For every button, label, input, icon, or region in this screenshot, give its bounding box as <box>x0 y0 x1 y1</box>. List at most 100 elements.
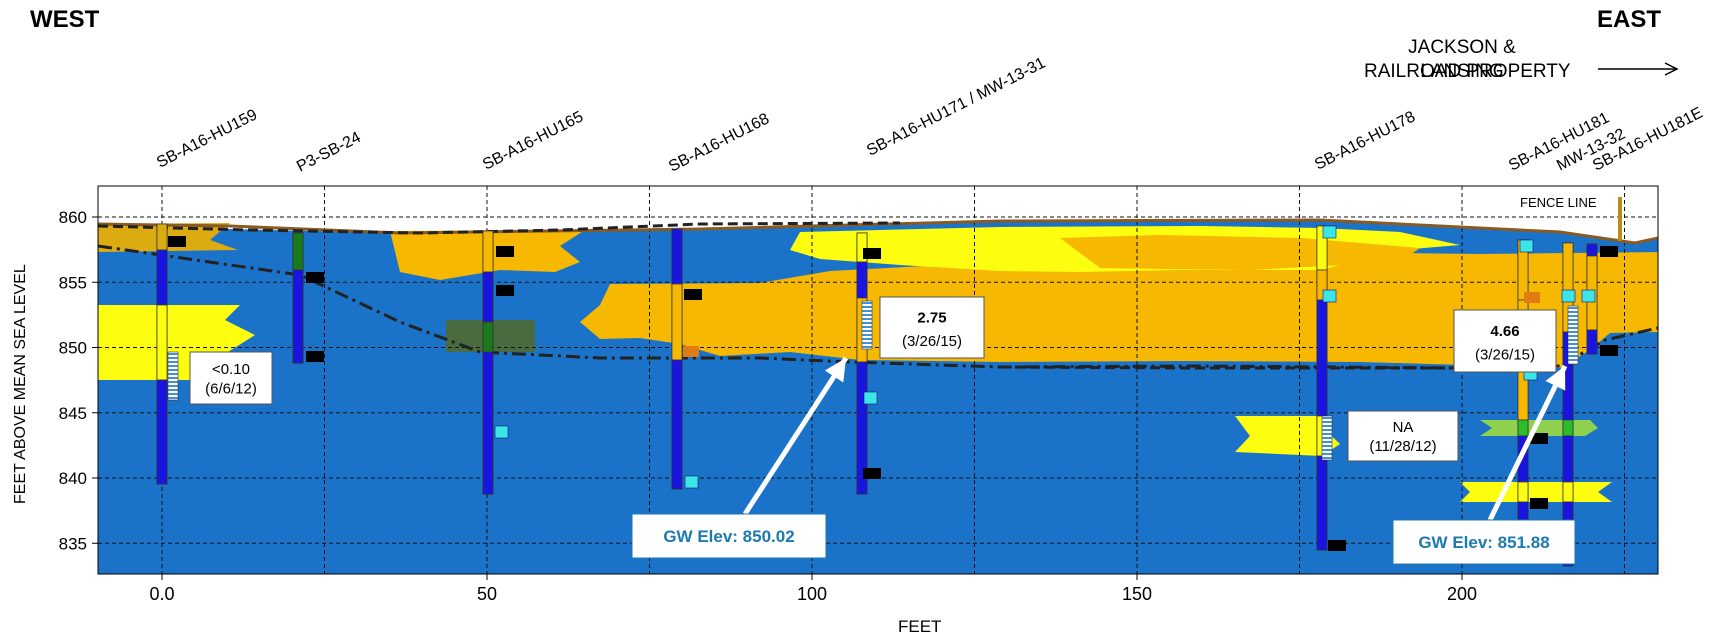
sand-bottom-line <box>999 365 1460 370</box>
x-tick-label: 100 <box>797 584 827 604</box>
sample-marker-cyan <box>1519 239 1534 253</box>
plot-border <box>97 185 1659 575</box>
silt-lens-east-lower <box>1460 482 1612 502</box>
gw-arrow-right-head <box>1545 366 1566 391</box>
ground-surface-line <box>98 218 1658 245</box>
sample-marker-cyan <box>1561 289 1576 303</box>
boring-segment <box>482 230 494 273</box>
water-reading-box <box>879 296 985 359</box>
boring-segment <box>671 283 683 361</box>
water-reading-value: 2.75 <box>917 310 946 327</box>
sample-marker-cyan <box>863 391 878 405</box>
sample-marker-black <box>1328 540 1346 551</box>
water-reading-box <box>1347 410 1459 462</box>
sample-marker-black <box>168 236 186 247</box>
y-tick-label: 840 <box>59 469 87 488</box>
property-arrow-head <box>1664 62 1679 76</box>
boring-segment <box>1517 419 1529 437</box>
boring-segment <box>156 379 168 485</box>
well-screen-mw1331 <box>861 300 873 350</box>
boring-segment <box>1562 435 1574 483</box>
water-reading-box <box>1453 309 1557 373</box>
boring-segment <box>1586 329 1598 355</box>
y-tick-label: 845 <box>59 404 87 423</box>
boring-segment <box>292 232 304 271</box>
water-reading-value: <0.10 <box>212 361 250 378</box>
boring-segment <box>156 223 168 251</box>
water-reading-date: (3/26/15) <box>1475 347 1535 364</box>
y-tick-label: 850 <box>59 339 87 358</box>
sample-marker-cyan <box>1322 289 1337 303</box>
silt-lens-178 <box>1235 416 1340 456</box>
sample-marker-orange <box>683 346 699 357</box>
water-reading-box <box>189 351 273 405</box>
gw-elev-label: GW Elev: 850.02 <box>663 527 794 546</box>
fence-post <box>1618 197 1622 241</box>
x-tick-label: 200 <box>1447 584 1477 604</box>
boring-label: SB-A16-HU159 <box>154 106 260 171</box>
x-axis-title: FEET <box>898 617 942 636</box>
x-tick-label: 0.0 <box>149 584 174 604</box>
boring-segment <box>292 269 304 364</box>
boring-segment <box>482 321 494 353</box>
sand-lens-main <box>580 252 1658 368</box>
y-tick-label: 835 <box>59 534 87 553</box>
gw-arrow-right <box>1487 364 1568 522</box>
y-tick-label: 855 <box>59 273 87 292</box>
sample-marker-cyan <box>1322 225 1337 239</box>
sample-marker-cyan <box>494 425 509 439</box>
boring-segment <box>482 271 494 323</box>
y-axis-title: FEET ABOVE MEAN SEA LEVEL <box>12 264 29 504</box>
gw-elev-box <box>631 513 827 559</box>
boring-label: SB-A16-HU165 <box>480 108 586 173</box>
boring-segment <box>156 249 168 306</box>
water-reading-date: (6/6/12) <box>205 381 257 398</box>
sample-marker-black <box>1600 345 1618 356</box>
x-tick-label: 150 <box>1122 584 1152 604</box>
boring-segment <box>856 261 868 299</box>
boring-segment <box>671 359 683 490</box>
boring-label: SB-A16-HU168 <box>666 110 772 175</box>
west-label: WEST <box>30 6 100 33</box>
sample-marker-black <box>863 468 881 479</box>
boring-segment <box>856 361 868 495</box>
sample-marker-black <box>863 248 881 259</box>
boring-segment <box>1316 455 1328 551</box>
boring-label: SB-A16-HU178 <box>1312 108 1418 173</box>
sample-marker-black <box>1600 246 1618 257</box>
boring-segment <box>671 228 683 285</box>
fence-line-label: FENCE LINE <box>1520 195 1597 210</box>
sand-inclusion-upper <box>1060 235 1420 270</box>
gw-elev-label: GW Elev: 851.88 <box>1418 533 1549 552</box>
boring-segment <box>156 304 168 381</box>
water-reading-date: (3/26/15) <box>902 333 962 350</box>
sample-marker-cyan <box>1581 289 1596 303</box>
east-label: EAST <box>1597 6 1662 33</box>
sample-marker-black <box>496 246 514 257</box>
gw-elev-box <box>1392 519 1576 565</box>
sample-marker-black <box>496 285 514 296</box>
sample-marker-cyan <box>684 475 699 489</box>
property-line2: RAILROAD PROPERTY <box>1364 61 1571 82</box>
boring-segment <box>1316 299 1328 417</box>
boring-segment <box>1562 481 1574 503</box>
boring-segment <box>1586 243 1598 257</box>
boring-label: P3-SB-24 <box>294 129 364 176</box>
sample-marker-orange <box>1524 292 1540 303</box>
sample-marker-black <box>306 351 324 362</box>
sample-marker-black <box>306 272 324 283</box>
gw-arrow-left <box>742 356 849 516</box>
water-reading-date: (11/28/12) <box>1369 438 1436 455</box>
plot-area <box>98 186 1658 574</box>
property-line1: JACKSON & LANSING <box>1408 37 1516 82</box>
y-tick-label: 860 <box>59 208 87 227</box>
gw-arrow-left-head <box>824 358 846 383</box>
water-reading-value: NA <box>1393 419 1414 436</box>
sample-marker-black <box>1530 433 1548 444</box>
x-tick-label: 50 <box>477 584 497 604</box>
boring-segment <box>1562 419 1574 437</box>
well-screen-mw1332 <box>1567 305 1579 365</box>
sample-marker-black <box>1530 498 1548 509</box>
